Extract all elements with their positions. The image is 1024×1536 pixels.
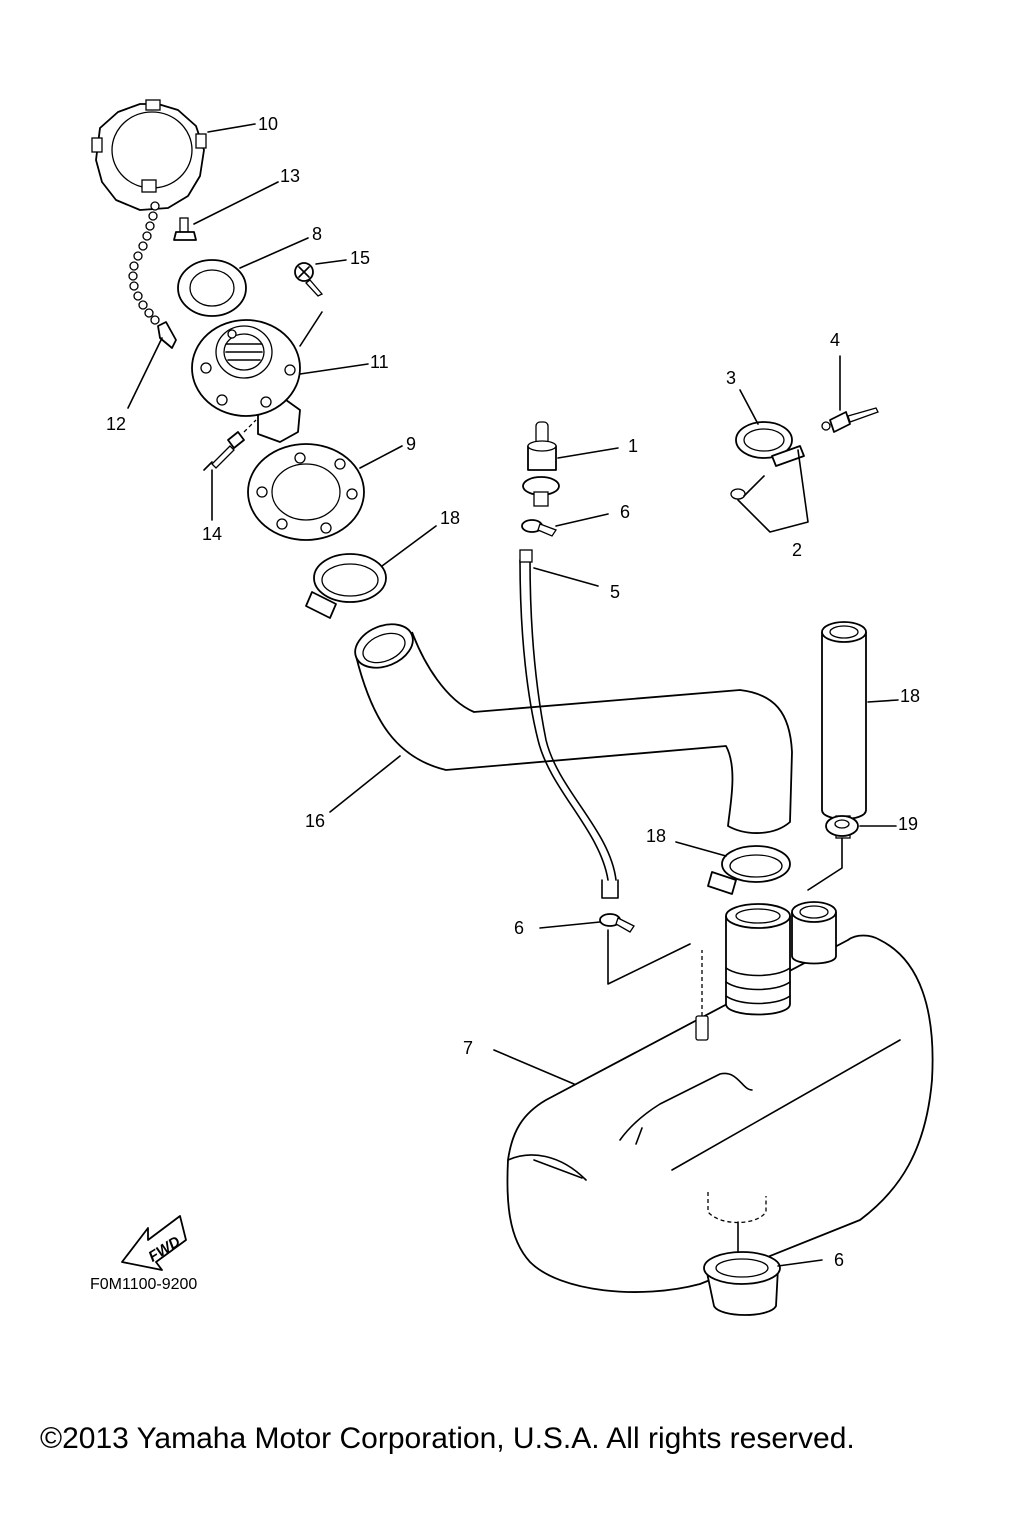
- callout-6b: 6: [514, 918, 524, 938]
- tank-filler-neck-part[interactable]: [725, 903, 791, 1016]
- callout-8: 7: [463, 1038, 473, 1058]
- callout-9: 8: [312, 224, 322, 244]
- copyright-text: ©2013 Yamaha Motor Corporation, U.S.A. A…: [40, 1422, 855, 1455]
- callout-2: 2: [792, 540, 802, 560]
- clip-stay-part[interactable]: [730, 449, 809, 533]
- clip-upper-part[interactable]: [521, 519, 557, 537]
- callout-13: 12: [106, 414, 126, 434]
- callout-19: 18: [900, 686, 920, 706]
- flange-gasket-part[interactable]: [247, 443, 365, 541]
- screw-14-part[interactable]: [173, 217, 197, 241]
- callout-4: 4: [830, 330, 840, 350]
- callout-10: 9: [406, 434, 416, 454]
- vent-hose-part[interactable]: [519, 549, 619, 899]
- screw-16-part[interactable]: [294, 262, 324, 297]
- clip-lower-part[interactable]: [599, 913, 635, 933]
- callout-1: 1: [628, 436, 638, 456]
- filler-neck-part[interactable]: [191, 319, 301, 443]
- pipe-19-part[interactable]: [821, 621, 867, 839]
- tank-vent-nipple-part[interactable]: [695, 950, 709, 1041]
- hose-clamp-upper-part[interactable]: [305, 553, 387, 619]
- drawing-code: F0M1100-9200: [90, 1276, 197, 1293]
- callout-17: 16: [305, 811, 325, 831]
- filler-hose-part[interactable]: [349, 616, 793, 834]
- callout-11: 10: [258, 114, 278, 134]
- callout-12: 11: [370, 352, 389, 372]
- band-3-part[interactable]: [735, 421, 805, 467]
- callout-5: 5: [610, 582, 620, 602]
- callout-18b: 18: [646, 826, 666, 846]
- cap-chain-part[interactable]: [128, 201, 177, 349]
- hose-clamp-lower-part[interactable]: [707, 845, 791, 895]
- grommet-20-part[interactable]: [825, 815, 859, 837]
- fuel-cap-part[interactable]: [91, 99, 207, 211]
- callout-18a: 18: [440, 508, 460, 528]
- fuel-tank-part[interactable]: [506, 934, 934, 1293]
- callout-3: 3: [726, 368, 736, 388]
- callout-15: 14: [202, 524, 222, 544]
- tank-vent-neck-part[interactable]: [791, 901, 837, 965]
- rivet-4-part[interactable]: [821, 407, 879, 433]
- callout-7: 6: [834, 1250, 844, 1270]
- drain-plug-part[interactable]: [703, 1251, 781, 1316]
- fwd-arrow-icon: FWD: [121, 1215, 187, 1271]
- callout-14: 13: [280, 166, 300, 186]
- callout-6a: 6: [620, 502, 630, 522]
- rivet-15-part[interactable]: [203, 431, 245, 471]
- callout-16: 15: [350, 248, 370, 268]
- vent-valve-part[interactable]: [522, 421, 560, 507]
- callout-20: 19: [898, 814, 918, 834]
- gasket-9-part[interactable]: [177, 259, 247, 317]
